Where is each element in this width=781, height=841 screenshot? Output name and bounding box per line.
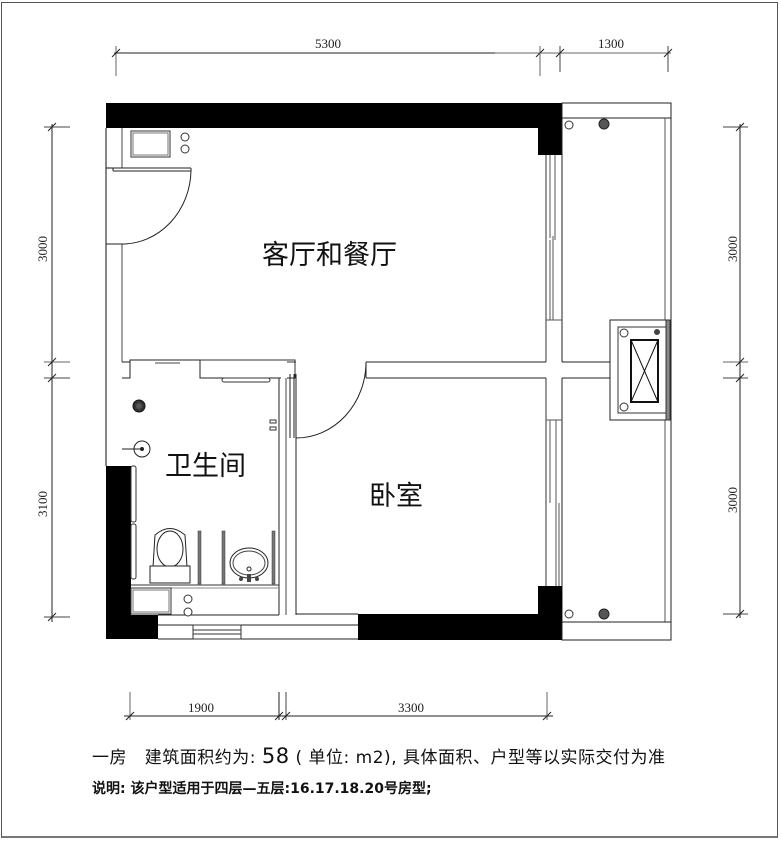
- area-caption: 一房 建筑面积约为: 58 ( 单位: m2), 具体面积、户型等以实际交付为准: [92, 743, 666, 768]
- doors: [121, 170, 367, 439]
- area-label: 建筑面积约为:: [144, 748, 256, 768]
- note-label: 说明:: [92, 781, 126, 797]
- bedroom-door-swing: [295, 361, 367, 439]
- room-label-living-dining: 客厅和餐厅: [262, 240, 397, 271]
- dim-bottom-bedroom: 3300: [398, 700, 424, 715]
- balcony-fixtures: [564, 118, 671, 620]
- usage-note: 说明: 该户型适用于四层—五层:16.17.18.20号房型;: [92, 778, 432, 798]
- dimension-lines: [44, 46, 748, 721]
- dim-top-balcony: 1300: [598, 36, 624, 51]
- dim-bottom-bath: 1900: [188, 700, 214, 715]
- dim-left-upper: 3000: [35, 236, 50, 262]
- dim-left-lower: 3100: [35, 491, 50, 517]
- room-label-bedroom: 卧室: [369, 481, 423, 512]
- bathroom-fixtures: [122, 377, 279, 617]
- area-value: 58: [261, 744, 290, 768]
- room-label-bathroom: 卫生间: [165, 451, 246, 482]
- unit-type: 一房: [92, 748, 127, 768]
- area-unit: ( 单位: m2): [295, 748, 392, 768]
- dim-right-lower: 3000: [725, 487, 740, 513]
- walls: [105, 102, 672, 641]
- dim-right-upper: 3000: [725, 236, 740, 262]
- entry-door-swing: [121, 170, 192, 245]
- kitchen-counter: [130, 130, 190, 158]
- note-text: 该户型适用于四层—五层:16.17.18.20号房型;: [130, 781, 432, 797]
- disclaimer: , 具体面积、户型等以实际交付为准: [391, 748, 666, 768]
- dim-top-main: 5300: [315, 36, 341, 51]
